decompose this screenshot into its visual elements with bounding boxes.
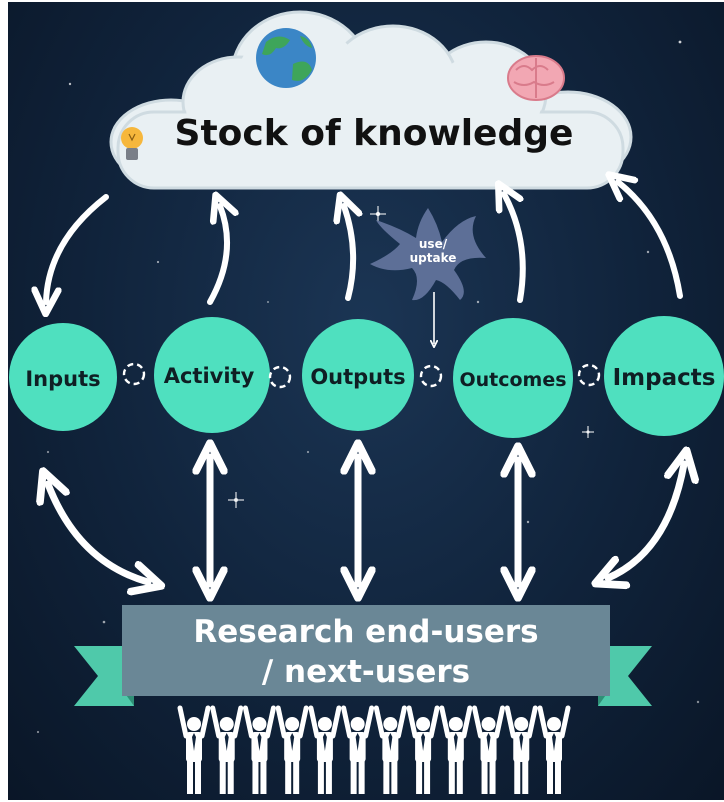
stage-label-impacts: Impacts xyxy=(613,365,716,391)
brain-icon xyxy=(507,55,565,101)
person-figure xyxy=(275,705,309,794)
person-figure xyxy=(406,705,440,794)
cloud-arrows xyxy=(46,182,683,305)
people-icon xyxy=(177,705,571,794)
arrow-inputs-banner xyxy=(48,484,148,582)
stage-label-activity: Activity xyxy=(164,364,255,388)
stage-label-outcomes: Outcomes xyxy=(459,369,566,391)
diagram-svg: Stock of knowledge use/ uptake Inputs xyxy=(9,10,724,794)
person-figure xyxy=(439,705,473,794)
cycle-icon xyxy=(577,363,601,387)
person-figure xyxy=(373,705,407,794)
person-figure xyxy=(242,705,276,794)
use-label-line2: uptake xyxy=(410,251,457,265)
arrow-impacts-banner xyxy=(608,464,684,578)
stage-label-inputs: Inputs xyxy=(25,367,100,391)
diagram-canvas: Stock of knowledge use/ uptake Inputs xyxy=(8,2,724,800)
star-sparkle xyxy=(228,206,594,508)
cycle-icons xyxy=(122,362,601,389)
arrow-activity-to-cloud xyxy=(207,206,227,305)
cloud-title: Stock of knowledge xyxy=(175,113,574,154)
use-uptake-splat: use/ uptake xyxy=(370,208,486,301)
arrow-cloud-to-inputs xyxy=(46,194,109,302)
cycle-icon xyxy=(122,362,146,386)
stage-outcomes: Outcomes xyxy=(453,318,573,438)
person-figure xyxy=(177,705,211,794)
stage-outputs: Outputs xyxy=(302,319,414,431)
knowledge-cloud: Stock of knowledge xyxy=(109,10,633,190)
person-figure xyxy=(537,705,571,794)
person-figure xyxy=(308,705,342,794)
ribbon-left xyxy=(74,646,134,706)
person-figure xyxy=(341,705,375,794)
person-figure xyxy=(210,705,244,794)
banner-panel xyxy=(122,605,610,696)
lightbulb-icon xyxy=(121,127,143,160)
stage-impacts: Impacts xyxy=(604,316,724,436)
end-users-banner: Research end-users / next-users xyxy=(74,605,652,706)
ribbon-right xyxy=(598,646,652,706)
banner-arrows xyxy=(48,457,684,584)
banner-line2: / next-users xyxy=(262,654,470,690)
use-label-line1: use/ xyxy=(419,237,448,251)
banner-line1: Research end-users xyxy=(193,614,538,650)
arrow-outcomes-to-cloud xyxy=(504,194,526,303)
arrow-outputs-to-cloud xyxy=(344,206,353,301)
cycle-icon xyxy=(419,364,443,388)
person-figure xyxy=(504,705,538,794)
stage-activity: Activity xyxy=(154,317,270,433)
stage-inputs: Inputs xyxy=(9,323,117,431)
globe-icon xyxy=(256,28,316,88)
arrow-impacts-to-cloud xyxy=(618,182,683,299)
stage-label-outputs: Outputs xyxy=(310,365,405,389)
cycle-icon xyxy=(268,365,292,389)
person-figure xyxy=(472,705,506,794)
